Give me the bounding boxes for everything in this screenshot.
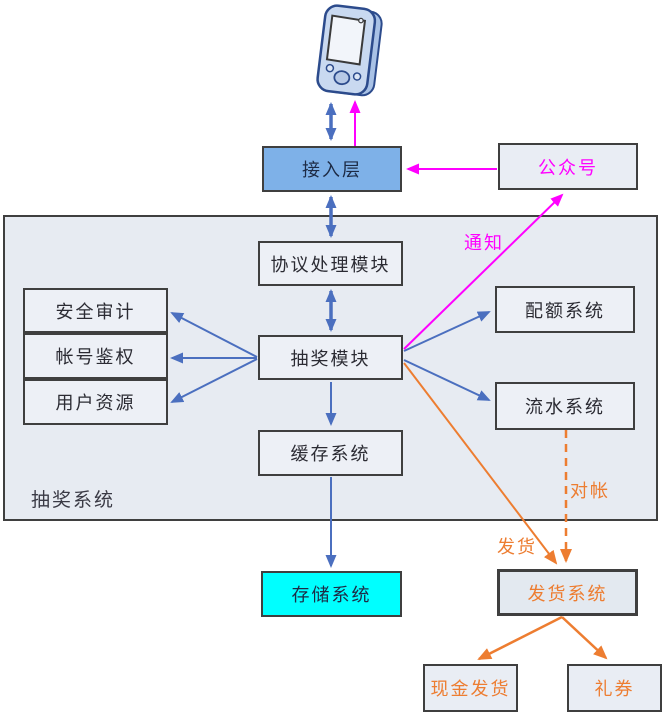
node-user-resource-label: 用户资源 (55, 393, 136, 414)
node-cache-system-label: 缓存系统 (290, 444, 371, 465)
node-lottery-module-label: 抽奖模块 (290, 348, 371, 370)
arrow-shipping-to-cash (477, 615, 563, 661)
node-access-layer-label: 接入层 (302, 160, 362, 181)
edge-label-ship: 发货 (497, 537, 537, 558)
node-protocol-module-label: 协议处理模块 (270, 254, 391, 276)
node-security-audit-label: 安全审计 (55, 301, 136, 323)
node-security-audit: 安全审计 (23, 288, 168, 333)
node-access-layer: 接入层 (262, 146, 402, 192)
node-quota-system-label: 配额系统 (525, 300, 605, 322)
node-storage-system: 存储系统 (261, 571, 402, 617)
node-account-auth-label: 帐号鉴权 (55, 347, 136, 368)
node-cash-shipping: 现金发货 (423, 664, 518, 712)
node-user-resource: 用户资源 (23, 379, 168, 425)
node-protocol-module: 协议处理模块 (258, 241, 403, 286)
node-gift-coupon-label: 礼券 (594, 679, 635, 700)
node-public-account-label: 公众号 (538, 157, 598, 179)
lottery-system-panel-label: 抽奖系统 (31, 489, 116, 511)
node-quota-system: 配额系统 (495, 286, 635, 333)
arrow-shipping-to-coupon (561, 616, 608, 660)
node-cash-shipping-label: 现金发货 (430, 679, 511, 700)
node-account-auth: 帐号鉴权 (23, 333, 168, 379)
node-shipping-system-label: 发货系统 (527, 583, 608, 605)
edge-label-notify: 通知 (464, 233, 504, 254)
node-gift-coupon: 礼券 (567, 664, 662, 712)
node-public-account: 公众号 (498, 143, 638, 190)
node-flow-system: 流水系统 (495, 382, 635, 430)
node-storage-system-label: 存储系统 (291, 585, 372, 606)
node-shipping-system: 发货系统 (497, 569, 638, 616)
node-cache-system: 缓存系统 (258, 430, 403, 476)
node-lottery-module: 抽奖模块 (258, 335, 403, 380)
edge-label-reconcile: 对帐 (570, 481, 610, 502)
node-flow-system-label: 流水系统 (525, 397, 605, 418)
